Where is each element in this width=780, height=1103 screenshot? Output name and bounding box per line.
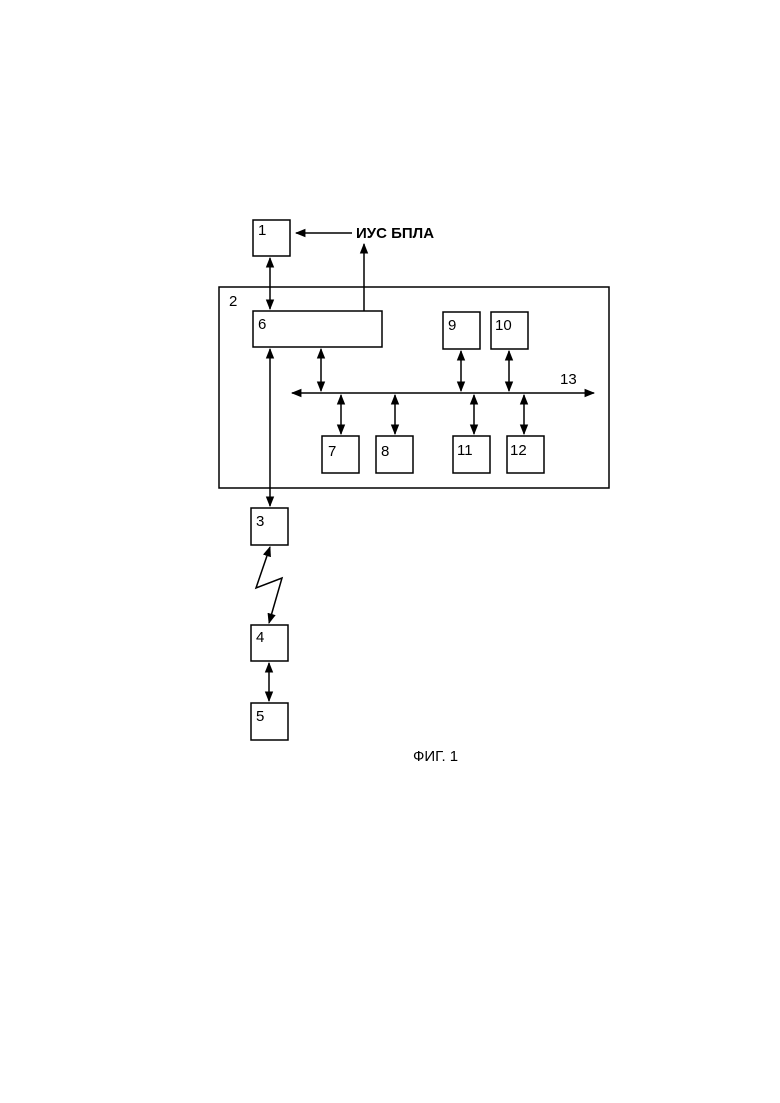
block-11-label: 11	[457, 442, 473, 459]
block-4-label: 4	[256, 629, 264, 646]
block-2-label: 2	[229, 293, 237, 310]
figure-caption: ФИГ. 1	[413, 748, 458, 765]
external-system-label: ИУС БПЛА	[356, 225, 434, 242]
block-10-label: 10	[495, 317, 512, 334]
block-1-label: 1	[258, 222, 266, 239]
block-5-label: 5	[256, 708, 264, 725]
block-12-label: 12	[510, 442, 527, 459]
block-3-label: 3	[256, 513, 264, 530]
block-8-label: 8	[381, 443, 389, 460]
block-9-label: 9	[448, 317, 456, 334]
block-6-label: 6	[258, 316, 266, 333]
bus-13-label: 13	[560, 371, 577, 388]
block-7-label: 7	[328, 443, 336, 460]
block-6	[253, 311, 382, 347]
radio-link-3-4	[256, 547, 282, 623]
